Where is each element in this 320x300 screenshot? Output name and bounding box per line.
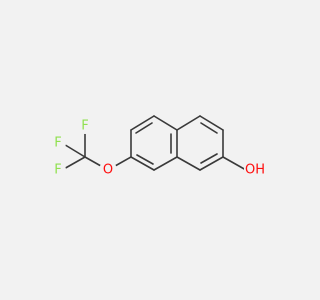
bond-c6-c5-inner xyxy=(200,153,218,164)
bond-cf3-f3 xyxy=(61,156,86,171)
atom-f1: F xyxy=(50,135,66,151)
bond-c8a-c8 xyxy=(176,115,201,131)
bond-c1-c2-inner xyxy=(135,122,153,134)
atom-label-f2: F xyxy=(81,119,88,134)
bond-c4-c4a xyxy=(153,156,178,171)
bond-c8-c7 xyxy=(199,115,224,131)
bond-cf3-f1 xyxy=(61,142,86,158)
substituent-bonds xyxy=(61,129,247,171)
bond-c5-c4a xyxy=(176,156,201,171)
bond-c1-c2 xyxy=(130,115,155,131)
atom-f2: F xyxy=(77,118,93,134)
bond-c3-c4-inner xyxy=(136,154,154,165)
atom-labels: O F F F OH xyxy=(50,118,266,179)
bond-c8-c7-inner xyxy=(200,122,218,134)
atom-o-ether: O xyxy=(99,161,117,179)
molecule-structure: O F F F OH xyxy=(50,115,266,179)
atom-f3: F xyxy=(50,162,66,178)
atom-label-f1: F xyxy=(54,136,61,151)
atom-label-oh: OH xyxy=(245,163,265,178)
bond-c6-oh xyxy=(222,156,247,171)
atom-label-f3: F xyxy=(54,163,61,178)
atom-label-o-ether: O xyxy=(103,163,113,178)
bond-c6-c5 xyxy=(199,156,224,171)
atom-oh: OH xyxy=(244,161,266,179)
bond-c8a-c1 xyxy=(153,115,178,131)
ring-bonds xyxy=(130,115,224,171)
bond-c3-c4 xyxy=(130,156,155,171)
